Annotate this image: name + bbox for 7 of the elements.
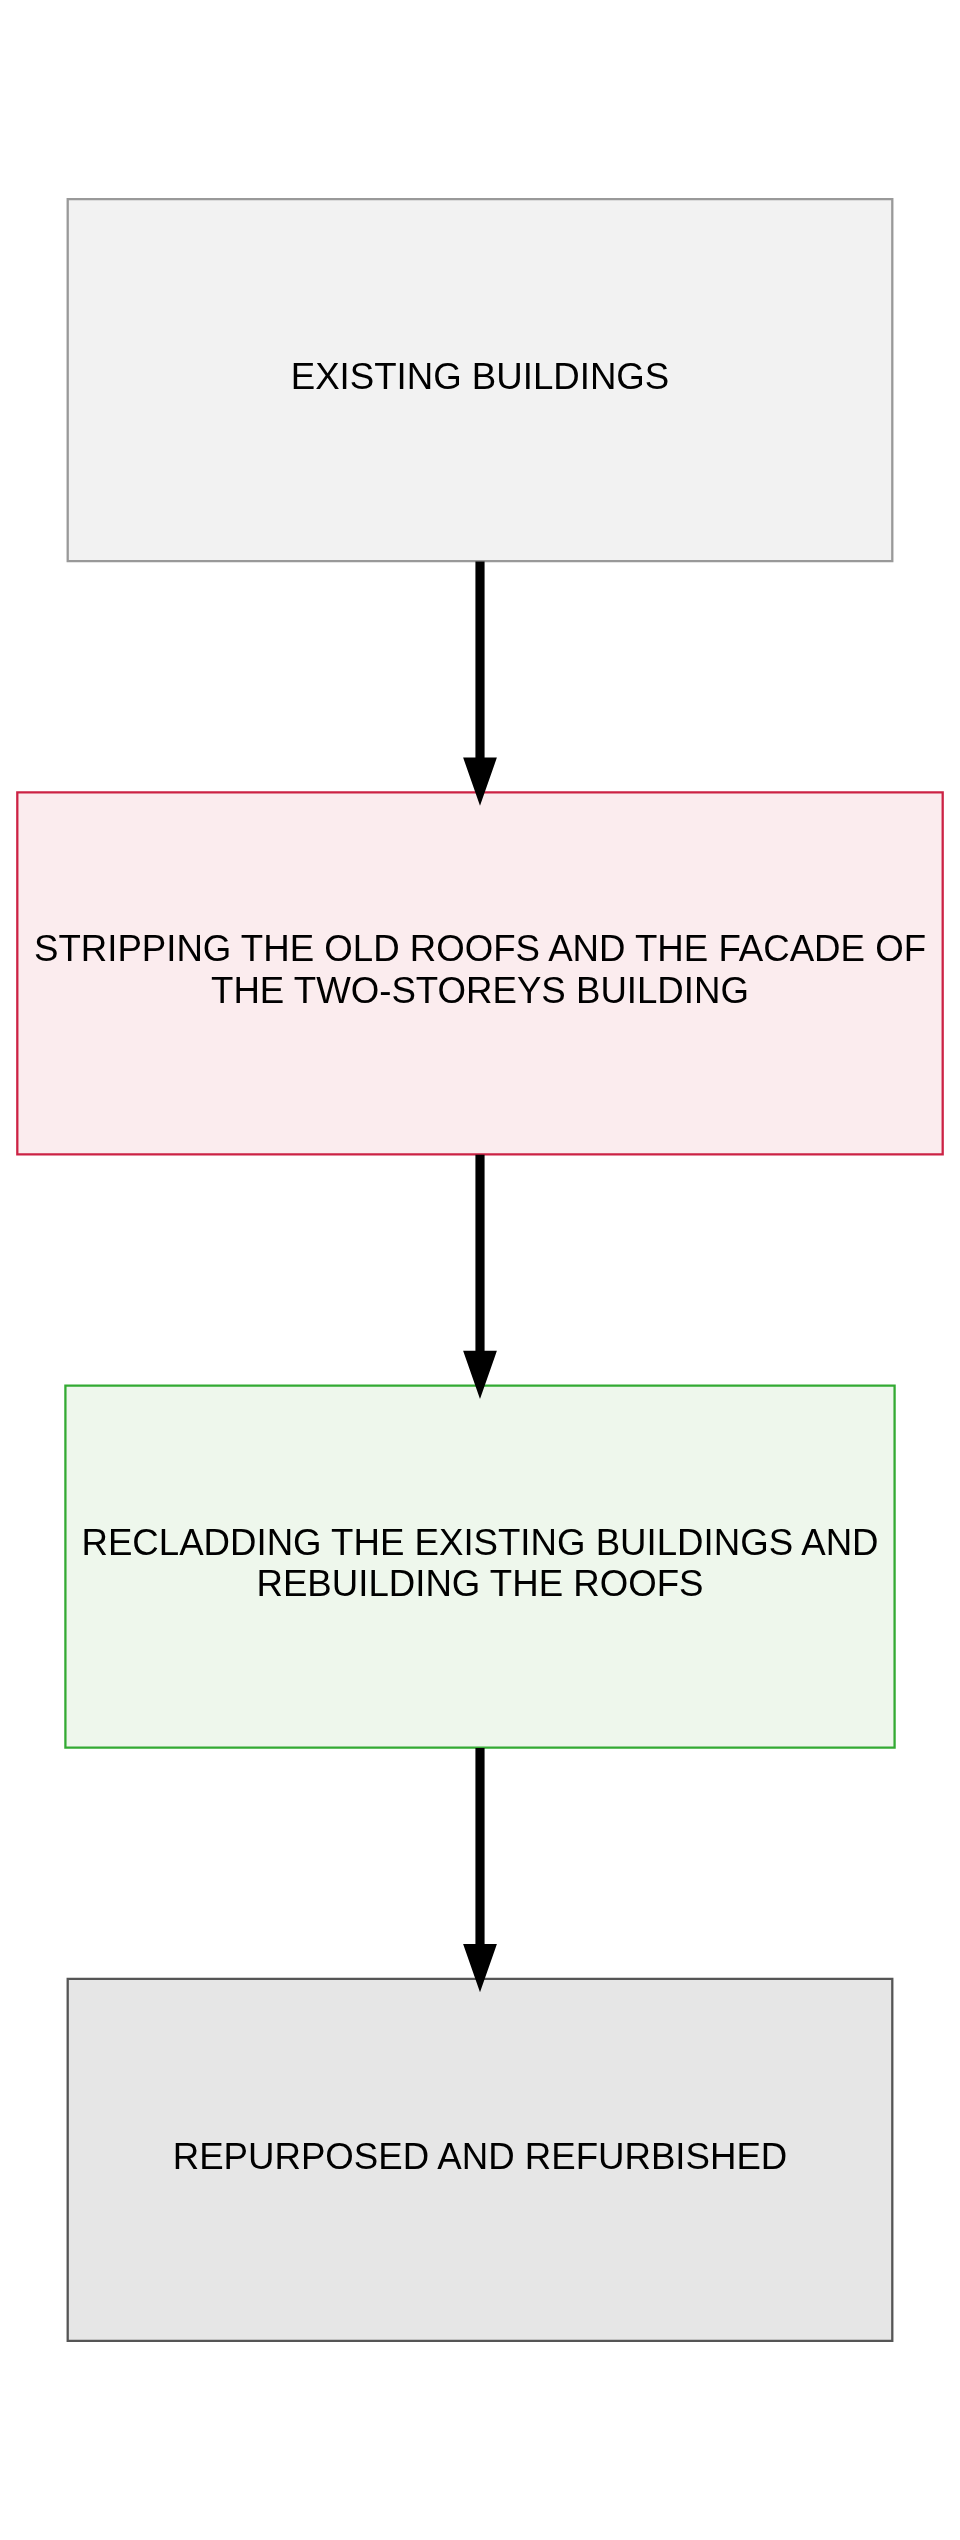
node-box: REPURPOSED AND REFURBISHED — [66, 1977, 894, 2342]
node-box: STRIPPING THE OLD ROOFS AND THE FACADE OF THE TWO-STOREYS BUILDING — [16, 791, 944, 1156]
node-box: RECLADDING THE EXISTING BUILDINGS AND REBUILDING THE ROOFS — [64, 1384, 896, 1749]
arrow — [463, 1154, 497, 1399]
arrow — [463, 1747, 497, 1993]
arrow — [463, 561, 497, 806]
node-box: EXISTING BUILDINGS — [66, 198, 894, 563]
